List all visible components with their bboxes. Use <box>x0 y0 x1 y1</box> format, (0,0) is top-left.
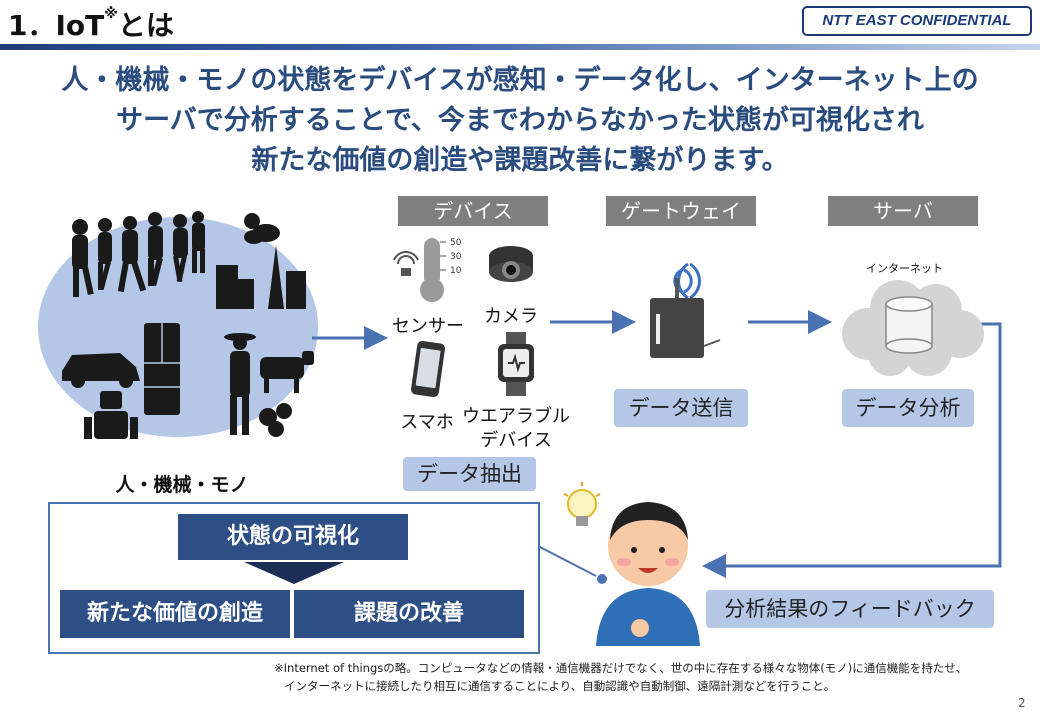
smartphone-label: スマホ <box>400 412 454 433</box>
cloud-server-icon <box>842 280 984 376</box>
weather-icon <box>244 213 280 244</box>
new-value-box: 新たな価値の創造 <box>60 590 290 638</box>
down-triangle <box>244 562 344 584</box>
subjects-label: 人・機械・モノ <box>115 474 249 496</box>
smartwatch-icon <box>498 332 534 396</box>
crowd-icon <box>72 211 205 297</box>
headline-line-2: サーバで分析することで、今までわからなかった状態が可視化され <box>116 105 924 136</box>
confidential-badge: NTT EAST CONFIDENTIAL <box>802 6 1032 36</box>
wearable-label-line-2: デバイス <box>480 430 552 451</box>
smartphone-icon <box>411 340 445 398</box>
page-title: 1．IoT※とは <box>8 6 174 42</box>
headline-line-1: 人・機械・モノの状態をデバイスが感知・データ化し、インターネット上の <box>61 65 979 96</box>
visualize-box: 状態の可視化 <box>178 514 408 560</box>
gateway-header: ゲートウェイ <box>606 196 756 226</box>
server-header: サーバ <box>828 196 978 226</box>
car-icon <box>62 353 140 388</box>
title-underline <box>0 44 1040 50</box>
fridge-icon <box>144 323 180 415</box>
router-icon <box>650 262 721 358</box>
page-number: 2 <box>1018 696 1026 710</box>
robot-icon <box>84 391 138 439</box>
subjects-illustration <box>38 211 318 439</box>
data-extract-box: データ抽出 <box>403 457 536 491</box>
camera-icon <box>489 246 533 282</box>
sensor-label: センサー <box>392 316 464 337</box>
wearable-label-line-1: ウエアラブル <box>462 406 570 427</box>
device-header: デバイス <box>398 196 548 226</box>
camera-label: カメラ <box>484 306 538 327</box>
lightbulb-icon <box>563 482 601 526</box>
footnote-line-1: ※Internet of thingsの略。コンピュータなどの情報・通信機器だけ… <box>274 661 968 675</box>
improve-box: 課題の改善 <box>294 590 524 638</box>
data-send-box: データ送信 <box>614 389 748 427</box>
footnote-line-2: インターネットに接続したり相互に通信することにより、自動認識や自動制御、遠隔計測… <box>284 679 836 693</box>
feedback-box: 分析結果のフィードバック <box>706 590 994 628</box>
headline-line-3: 新たな価値の創造や課題改善に繋がります。 <box>251 145 789 176</box>
server-cylinder-icon <box>885 296 933 354</box>
person-idea-illustration <box>563 482 700 646</box>
city-icon <box>216 245 306 309</box>
internet-label: インターネット <box>866 262 943 275</box>
farmer-icon <box>224 333 256 435</box>
plant-icon <box>259 403 292 437</box>
cow-icon <box>260 351 314 393</box>
thermometer-icon <box>393 238 446 302</box>
connector-person-panel <box>537 545 597 577</box>
data-analysis-box: データ分析 <box>842 389 974 427</box>
